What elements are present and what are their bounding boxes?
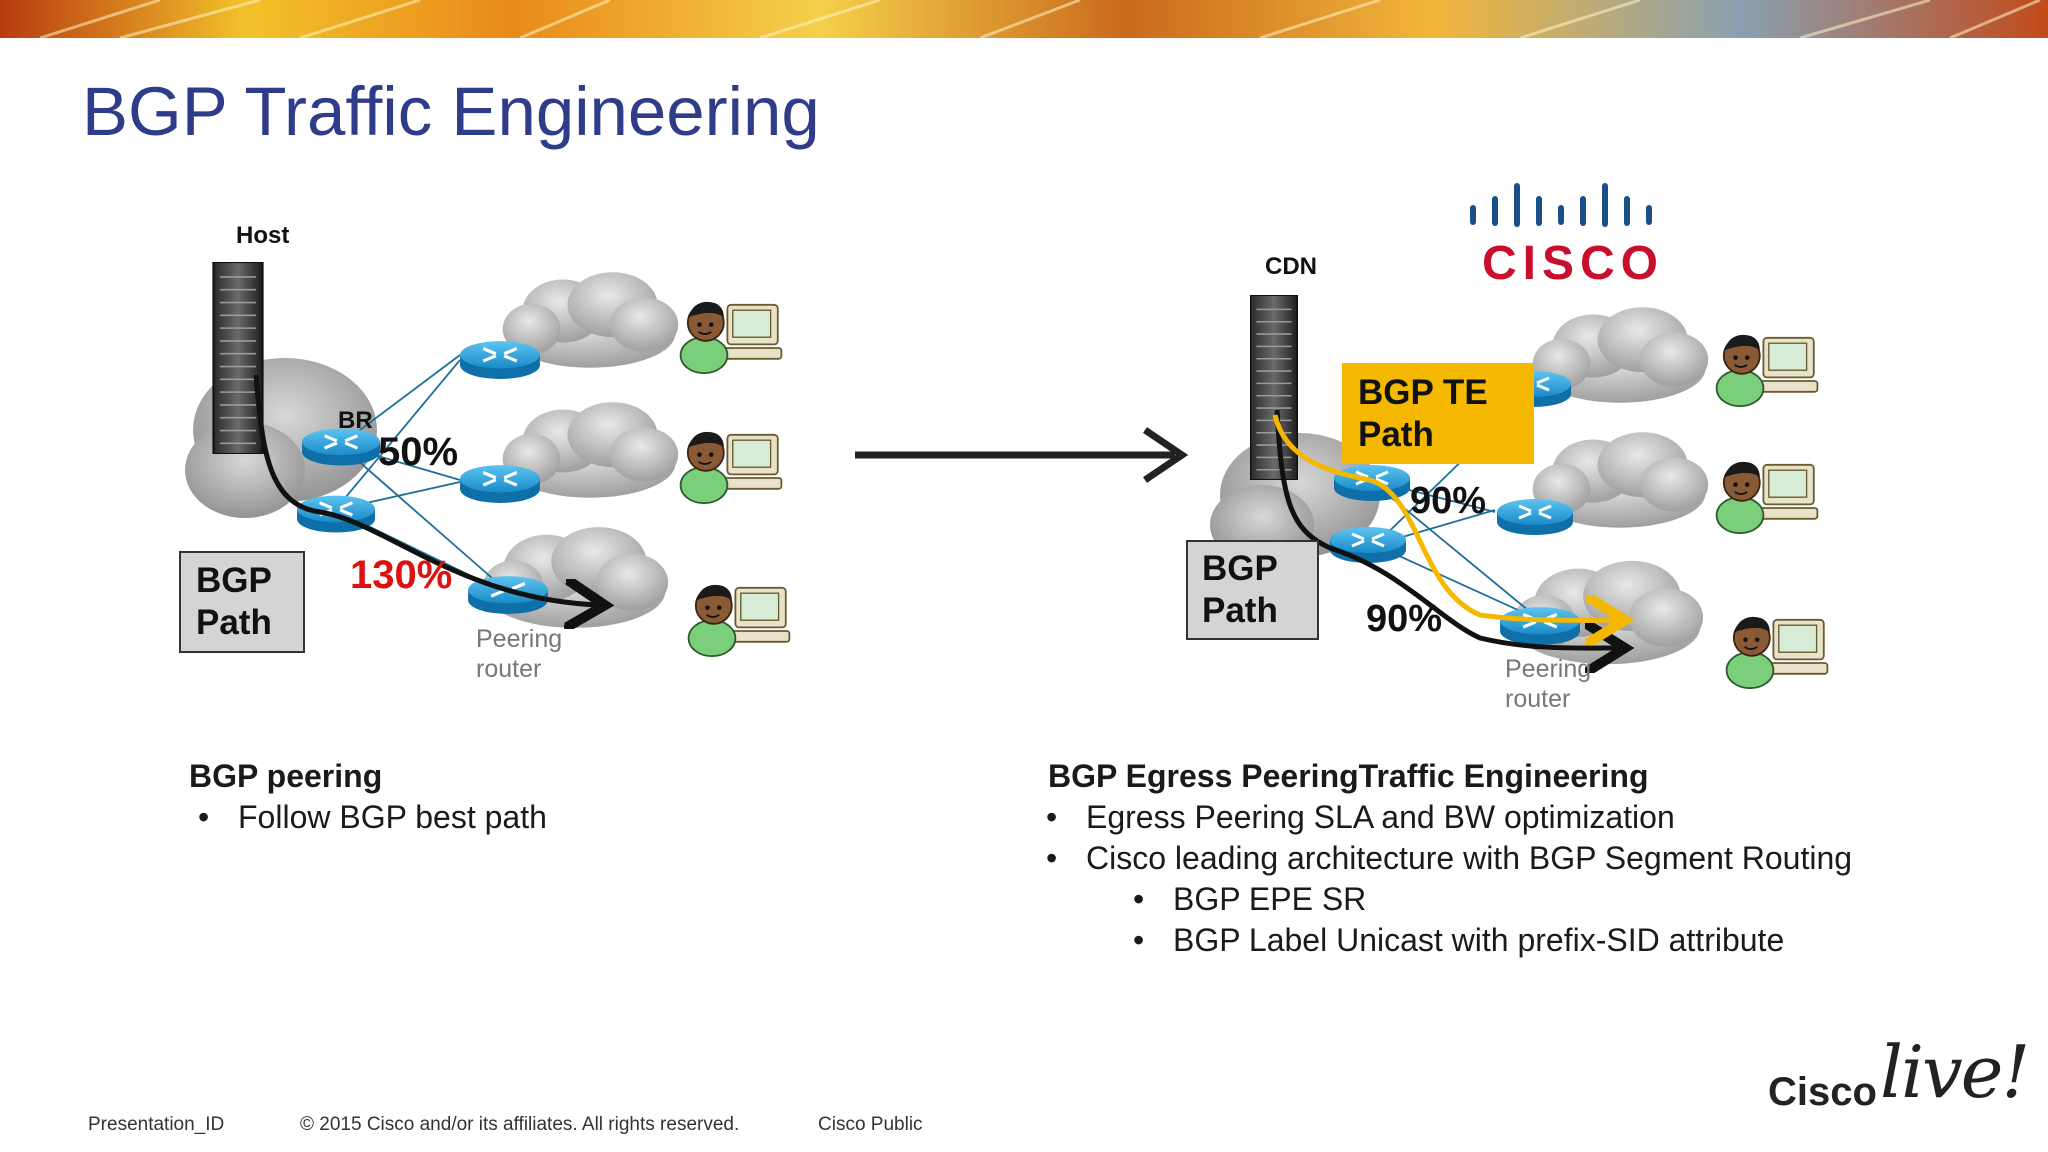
left-diagram: [185, 262, 791, 658]
sub-bullet-item: BGP Label Unicast with prefix-SID attrib…: [1133, 920, 1852, 961]
peering-router-icon: [1498, 605, 1582, 646]
bullet-item: Egress Peering SLA and BW optimization: [1046, 797, 1852, 838]
user-icon: [679, 430, 783, 505]
peer-router-middle-icon: [458, 463, 542, 504]
bgp-path-box: [179, 551, 305, 653]
host-server-icon: [212, 262, 264, 454]
peer-router-middle-icon: [1495, 497, 1575, 536]
load-percent-overload: 130%: [350, 553, 453, 597]
bgp-path-box: [1186, 540, 1319, 640]
right-section-heading: BGP Egress PeeringTraffic Engineering: [1048, 758, 1649, 794]
page-title: BGP Traffic Engineering: [82, 73, 820, 150]
peer-router-top-icon: [458, 339, 542, 380]
cisco-logo-bars-icon: [1470, 183, 1652, 227]
left-bullet-list: Follow BGP best path: [198, 797, 547, 838]
bgp-path-label: BGP Path: [1202, 549, 1278, 630]
load-percent-top: 50%: [378, 430, 459, 474]
cisco-live-logo: Cisco live!: [1768, 1030, 2030, 1120]
user-icon: [1715, 333, 1819, 408]
sub-bullet-item: BGP EPE SR: [1133, 879, 1852, 920]
user-icon: [679, 300, 783, 375]
bgp-path-label: BGP Path: [196, 561, 272, 642]
bgp-te-path-label: BGP TE Path: [1358, 373, 1488, 454]
diagram-canvas: [185, 183, 1829, 690]
peering-router-label: Peering router: [1505, 655, 1592, 713]
cdn-server-icon: [1250, 295, 1298, 480]
bgp-te-path-box: [1342, 363, 1534, 464]
bgp-best-path-arrow: [253, 374, 600, 605]
footer-classification: Cisco Public: [818, 1114, 923, 1135]
bgp-te-path-arrow: [1272, 414, 1620, 620]
user-icon: [687, 583, 791, 658]
user-icon: [1715, 460, 1819, 535]
header-banner: [0, 0, 2048, 38]
footer-presentation-id: Presentation_ID: [88, 1114, 225, 1135]
footer-copyright: © 2015 Cisco and/or its affiliates. All …: [300, 1114, 740, 1135]
cdn-label: CDN: [1265, 253, 1317, 280]
right-arrow-icon: [855, 427, 1189, 483]
user-icon: [1725, 615, 1829, 690]
bullet-item: Follow BGP best path: [198, 797, 547, 838]
bullet-item: Cisco leading architecture with BGP Segm…: [1046, 838, 1852, 879]
cisco-live-logo-cisco: Cisco: [1768, 1070, 1877, 1114]
peering-router-label: Peering router: [476, 625, 563, 683]
host-label: Host: [236, 222, 290, 249]
border-router-label: BR: [338, 407, 373, 434]
load-percent-upper: 90%: [1410, 480, 1487, 522]
load-percent-lower: 90%: [1366, 598, 1443, 640]
bgp-path-arrow: [1274, 409, 1620, 648]
cisco-logo-wordmark: CISCO: [1482, 237, 1665, 290]
left-section-heading: BGP peering: [189, 758, 383, 794]
right-bullet-list: Egress Peering SLA and BW optimization C…: [1046, 797, 1852, 961]
cisco-live-logo-live: live!: [1880, 1030, 2030, 1114]
edge-router-2-icon: [1328, 525, 1408, 564]
